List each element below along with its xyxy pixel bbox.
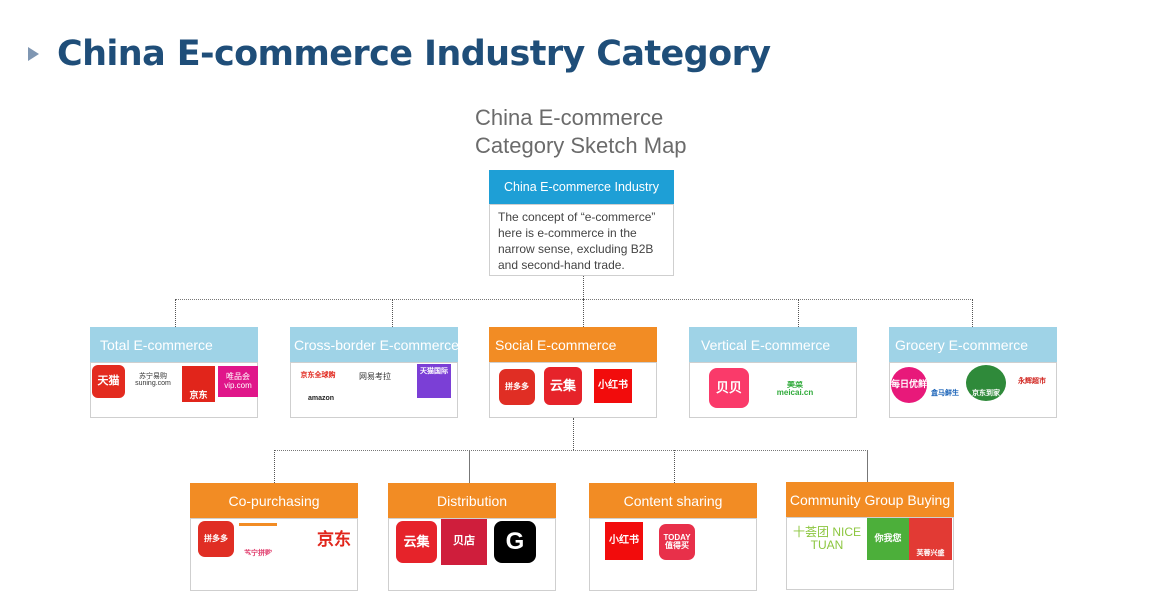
connector-level2-bar	[274, 450, 868, 451]
jd-logo-icon: 京东	[182, 366, 215, 402]
yunji-logo-icon: 云集	[396, 521, 437, 563]
yunji-logo-icon: 云集	[544, 367, 582, 405]
connector-copurchasing	[274, 450, 275, 483]
connector-level1-bar	[175, 299, 973, 300]
node-social-ecommerce-logos: 拼多多 云集 小红书	[489, 362, 657, 418]
connector-crossborder	[392, 299, 393, 327]
jd-global-logo-icon: 京东全球购	[300, 372, 336, 380]
node-grocery-ecommerce-header: Grocery E-commerce	[889, 327, 1057, 362]
connector-vertical	[798, 299, 799, 327]
jd-daojia-logo-icon: 京东到家	[966, 365, 1006, 401]
root-node-header: China E-commerce Industry	[489, 170, 674, 204]
suning-logo-icon: 苏宁易购 suning.com	[135, 372, 171, 387]
tmall-global-logo-icon: 天猫国际	[417, 364, 451, 398]
missfresh-logo-icon: 每日优鲜	[891, 367, 927, 403]
node-grocery-ecommerce-logos: 每日优鲜 盒马鲜生 京东到家 永辉超市	[889, 362, 1057, 418]
connector-community	[867, 450, 868, 482]
connector-total	[175, 299, 176, 327]
node-total-ecommerce-logos: 天猫 苏宁易购 suning.com 京东 唯品会 vip.com	[90, 362, 258, 418]
connector-social-down	[573, 418, 574, 450]
xiaohongshu-logo-icon: 小红书	[605, 522, 643, 560]
kaola-logo-icon: 网易考拉	[359, 371, 391, 381]
smzdm-logo-icon: TODAY 值得买	[659, 524, 695, 560]
node-total-ecommerce-header: Total E-commerce	[90, 327, 258, 362]
pinduoduo-logo-icon: 拼多多	[499, 369, 535, 405]
suning-pingou-logo-icon: 苏宁拼购	[239, 523, 277, 557]
node-crossborder-ecommerce-header: Cross-border E-commerce	[290, 327, 458, 362]
beibei-logo-icon: 贝贝	[709, 368, 749, 408]
title-bullet-arrow-icon	[28, 47, 39, 61]
amazon-logo-icon: amazon	[307, 395, 335, 403]
node-community-group-buying-header: Community Group Buying	[786, 482, 954, 517]
node-copurchasing-logos: 拼多多 苏宁拼购 京东	[190, 518, 358, 591]
page-title: China E-commerce Industry Category	[57, 34, 771, 74]
node-distribution-header: Distribution	[388, 483, 556, 518]
node-distribution-logos: 云集 贝店 G	[388, 518, 556, 591]
node-community-group-buying-logos: 十荟团 NICE TUAN 你我您 芙蓉兴盛	[786, 517, 954, 590]
node-content-sharing-logos: 小红书 TODAY 值得买	[589, 518, 757, 591]
pinduoduo-logo-icon: 拼多多	[198, 521, 234, 557]
tmall-logo-icon: 天猫	[92, 365, 125, 398]
node-vertical-ecommerce-logos: 贝贝 美菜 meicai.cn	[689, 362, 857, 418]
sketch-title-line2: Category Sketch Map	[475, 133, 687, 158]
sketch-title-line1: China E-commerce	[475, 105, 664, 130]
sketch-map-title: China E-commerce Category Sketch Map	[475, 104, 687, 160]
niwonin-logo-icon: 你我您	[867, 518, 909, 560]
node-vertical-ecommerce-header: Vertical E-commerce	[689, 327, 857, 362]
connector-content-sharing	[674, 450, 675, 483]
connector-root-down	[583, 276, 584, 299]
node-content-sharing-header: Content sharing	[589, 483, 757, 518]
hema-logo-icon: 盒马鲜生	[931, 389, 959, 397]
furongxingsheng-logo-icon: 芙蓉兴盛	[909, 518, 952, 560]
node-social-ecommerce-header: Social E-commerce	[489, 327, 657, 362]
root-node-description: The concept of “e-commerce” here is e-co…	[489, 204, 674, 276]
meicai-logo-icon: 美菜 meicai.cn	[776, 381, 814, 397]
beidian-logo-icon: 贝店	[441, 519, 487, 565]
connector-social	[583, 299, 584, 327]
vip-logo-icon: 唯品会 vip.com	[218, 366, 258, 397]
connector-grocery	[972, 299, 973, 327]
yonghui-logo-icon: 永辉超市	[1018, 378, 1046, 386]
jd-copurchase-logo-icon: 京东	[317, 530, 351, 550]
connector-distribution	[469, 450, 470, 483]
nicetuan-logo-icon: 十荟团 NICE TUAN	[792, 525, 861, 552]
node-crossborder-ecommerce-logos: 京东全球购 网易考拉 天猫国际 amazon	[290, 362, 458, 418]
xiaohongshu-logo-icon: 小红书	[594, 369, 632, 403]
g-logo-icon: G	[494, 521, 536, 563]
node-copurchasing-header: Co-purchasing	[190, 483, 358, 518]
